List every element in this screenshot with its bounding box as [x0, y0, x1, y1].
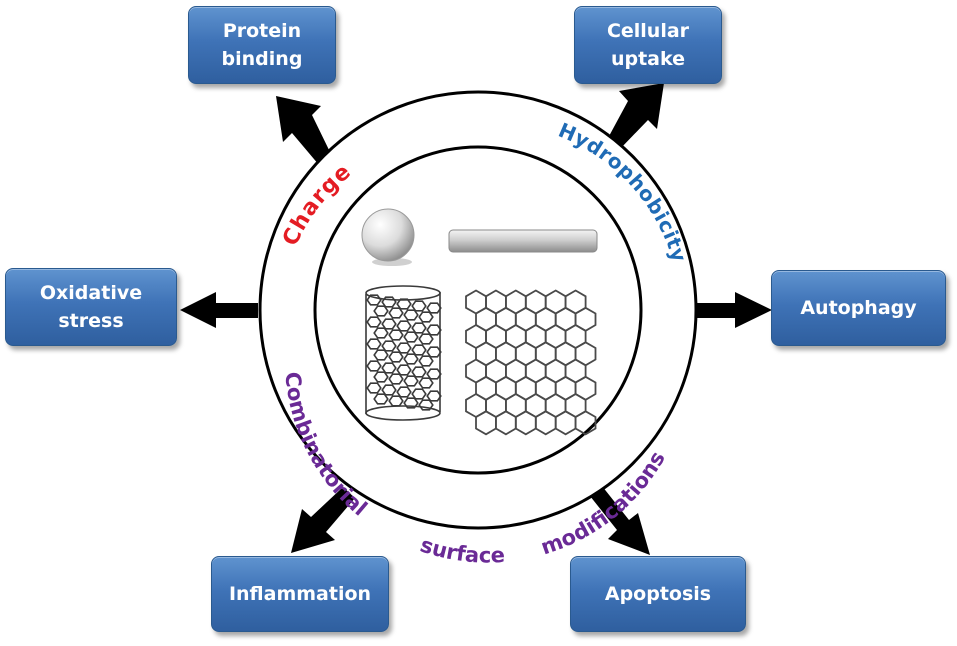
oxidative-stress-line-1: Oxidative — [39, 282, 143, 304]
autophagy-box: Autophagy — [771, 270, 946, 346]
nanotube-hexagon — [396, 364, 412, 376]
nanotube-hexagon — [411, 388, 427, 400]
nanotube-hexagon — [366, 382, 382, 394]
nanotube-hexagon — [396, 320, 412, 332]
nanotube-hexagon — [381, 384, 397, 396]
nanotube-hexagon — [411, 322, 427, 334]
nanotube-hexagon — [403, 331, 419, 343]
nanotube-hexagon — [426, 368, 442, 380]
nanotube-hexagon — [388, 329, 404, 341]
nanotube-hexagon — [411, 300, 427, 312]
nanotube-hexagon — [373, 393, 389, 405]
nanotube-hexagon — [403, 397, 419, 409]
cellular-uptake-line-1: Cellular — [606, 20, 690, 42]
nanotube-hexagon — [366, 294, 382, 306]
arrow-to-protein-binding — [276, 96, 330, 165]
nanotube-hexagon — [373, 305, 389, 317]
apoptosis-label: Apoptosis — [604, 583, 712, 605]
nanorod — [448, 229, 598, 253]
nanotube-hexagon — [373, 327, 389, 339]
arrow-to-oxidative-stress — [180, 292, 258, 328]
arrow-to-apoptosis — [590, 486, 650, 555]
nanotube-hexagon — [403, 375, 419, 387]
nanotube-hexagon — [388, 373, 404, 385]
nanotube-hexagon — [418, 311, 434, 323]
cellular-uptake-box: Cellular uptake — [574, 6, 722, 84]
nanotube-hexagon — [396, 298, 412, 310]
protein-binding-box: Protein binding — [188, 6, 336, 84]
nanotube-hexagon — [396, 386, 412, 398]
nanotube-hexagon — [381, 340, 397, 352]
nanosphere — [361, 208, 415, 262]
nanotube-hexagon — [366, 360, 382, 372]
arrow-to-inflammation — [291, 487, 355, 553]
nanotube-hexagon — [418, 377, 434, 389]
nanotube-hexagon — [418, 333, 434, 345]
protein-binding-line-2: binding — [221, 48, 303, 70]
nanotube-hexagon — [366, 338, 382, 350]
nanotube-hexagon — [381, 318, 397, 330]
oxidative-stress-line-2: stress — [58, 310, 124, 332]
surface-label: surface — [417, 533, 505, 568]
nanotube-hexagon — [373, 371, 389, 383]
nanotube-bottom-rim — [365, 405, 441, 421]
carbon-nanotube — [365, 285, 442, 421]
oxidative-stress-box: Oxidative stress — [5, 268, 177, 346]
nanotube-hexagon — [388, 307, 404, 319]
protein-binding-line-1: Protein — [222, 20, 302, 42]
nanotube-hexagon — [396, 342, 412, 354]
nanotube-hexagon — [411, 344, 427, 356]
nanotube-hexagon — [388, 395, 404, 407]
nanotube-hexagon — [426, 302, 442, 314]
arrow-to-autophagy — [692, 292, 772, 328]
nanotube-hexagon — [426, 390, 442, 402]
nanotube-hexagon — [403, 353, 419, 365]
inflammation-box: Inflammation — [211, 556, 389, 632]
nanotube-hexagon — [411, 366, 427, 378]
graphene-sheet — [465, 289, 597, 436]
inner-circle — [313, 145, 643, 475]
nanotube-hexagon — [426, 346, 442, 358]
nanotube-hexagon — [418, 355, 434, 367]
cellular-uptake-line-2: uptake — [610, 48, 686, 70]
graphene-hexagon — [574, 410, 597, 436]
apoptosis-box: Apoptosis — [570, 556, 746, 632]
autophagy-label: Autophagy — [800, 297, 917, 319]
arrow-to-cellular-uptake — [608, 83, 664, 150]
nanotube-hexagon — [381, 362, 397, 374]
nanotube-hexagon — [373, 349, 389, 361]
nanotube-hexagon — [426, 324, 442, 336]
inflammation-label: Inflammation — [228, 583, 372, 605]
nanotube-hexagon — [403, 309, 419, 321]
nanotube-hexagon — [366, 316, 382, 328]
nanotube-hexagon — [381, 296, 397, 308]
nanotube-hexagon — [418, 399, 434, 411]
nanotube-hexagon — [388, 351, 404, 363]
